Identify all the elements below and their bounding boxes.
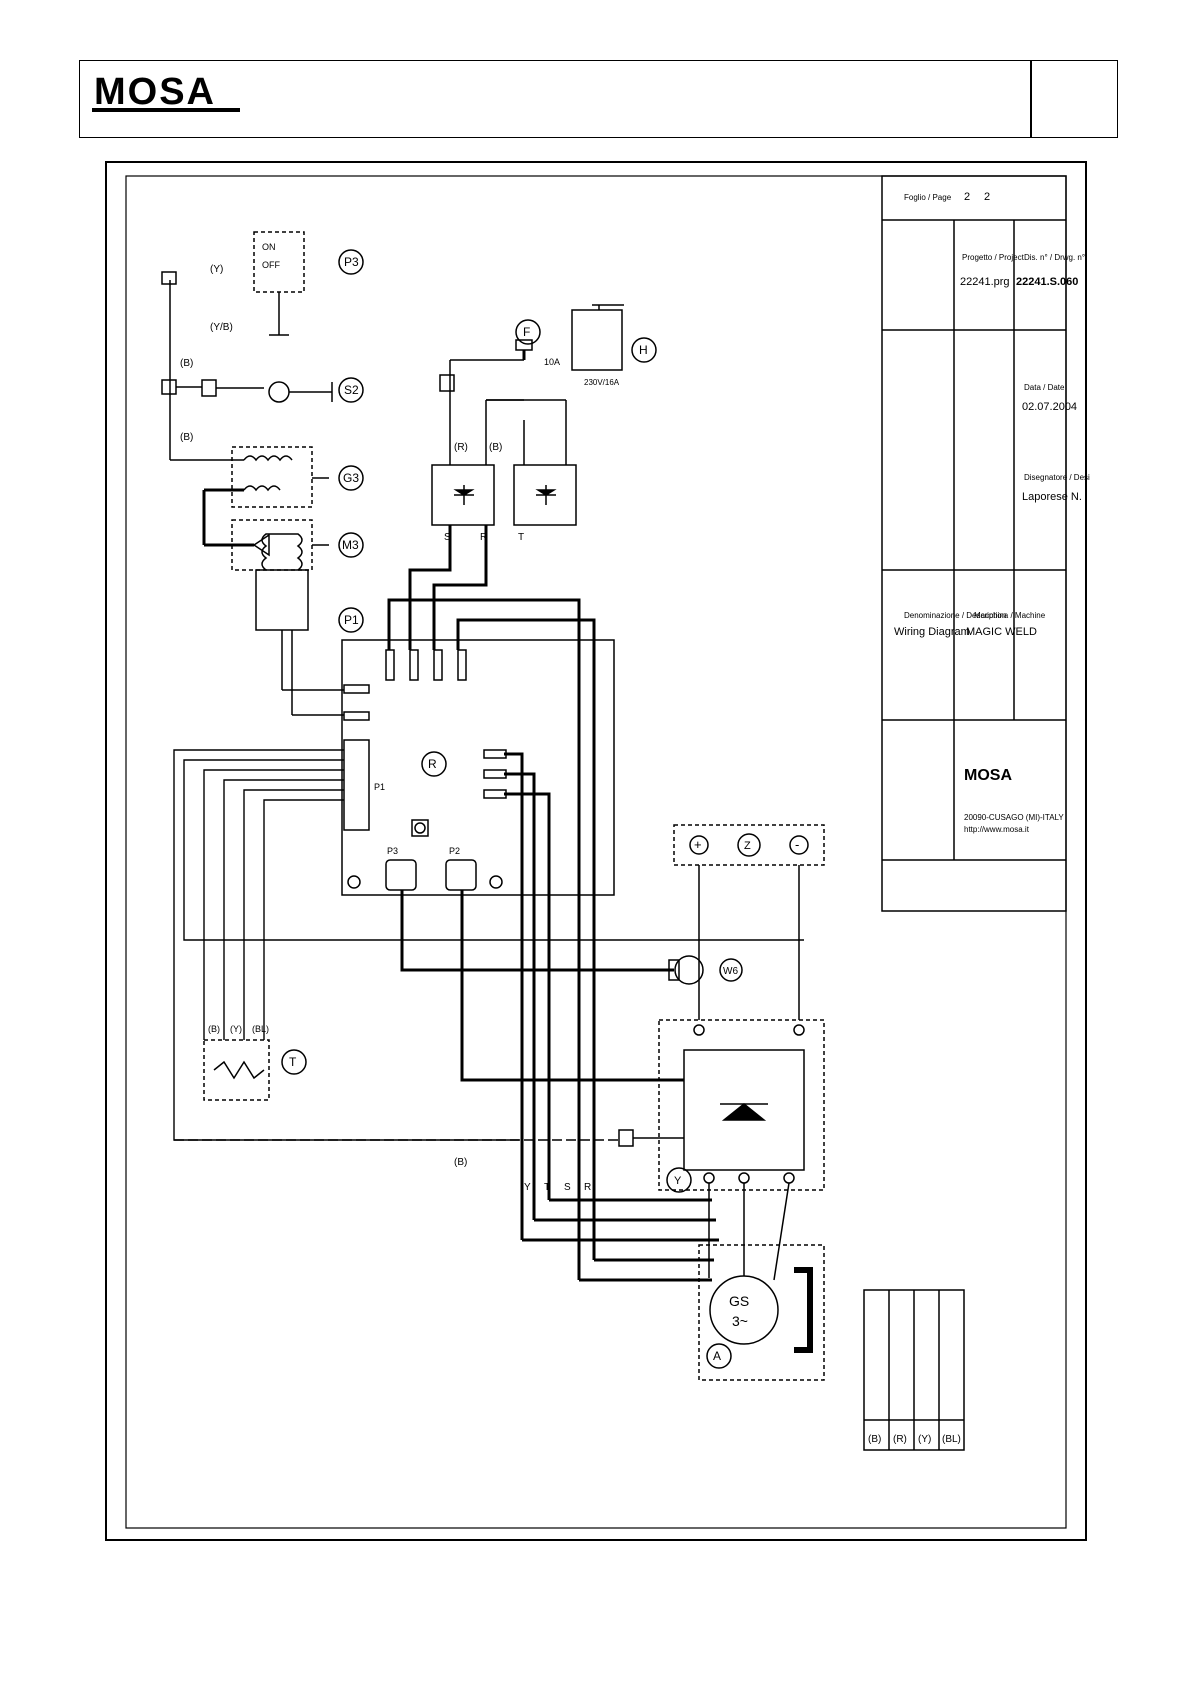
switch-on: ON bbox=[262, 242, 276, 252]
bridges-top bbox=[431, 304, 624, 526]
tb-address: 20090-CUSAGO (MI)-ITALY bbox=[964, 813, 1064, 822]
regulator-p3: P3 bbox=[387, 846, 398, 856]
wire-label-y-t: (Y) bbox=[230, 1024, 242, 1034]
w6-shunt bbox=[668, 955, 743, 985]
fuse-rating: 10A bbox=[544, 357, 560, 367]
label-z: Z bbox=[744, 840, 751, 852]
title-block bbox=[881, 175, 1067, 912]
wire-label-b-bridge: (B) bbox=[489, 442, 502, 453]
gen-line1: GS bbox=[729, 1293, 749, 1309]
tb-machine: MAGIC WELD bbox=[966, 626, 1037, 638]
label-g3: G3 bbox=[343, 471, 359, 485]
tb-sheet-total: 2 bbox=[984, 191, 990, 203]
title-block-text: MOSA 20090-CUSAGO (MI)-ITALY http://www.… bbox=[894, 191, 1090, 834]
wire-r: R bbox=[480, 532, 487, 543]
wire-r-gen: R bbox=[584, 1182, 591, 1193]
label-t: T bbox=[289, 1055, 297, 1069]
socket-rating: 230V/16A bbox=[584, 378, 620, 387]
tb-drawing: 22241.S.060 bbox=[1016, 276, 1078, 288]
regulator-box bbox=[341, 639, 615, 896]
label-a: A bbox=[713, 1349, 721, 1363]
label-p3: P3 bbox=[344, 255, 359, 269]
gen-line2: 3~ bbox=[732, 1313, 748, 1329]
wiring-sheet: P3 S2 G3 M3 OFF ON (Y) (Y/B) (B) (B) P1 bbox=[105, 161, 1090, 1541]
wire-label-b-top: (B) bbox=[180, 358, 193, 369]
brand-text: MOSA bbox=[94, 71, 216, 112]
top-controls bbox=[161, 231, 333, 571]
tb-machine-label: Macchina / Machine bbox=[974, 611, 1046, 620]
header-box bbox=[79, 60, 1118, 138]
wire-s-gen: S bbox=[564, 1182, 571, 1193]
switch-off: OFF bbox=[262, 260, 280, 270]
tb-designer-label: Disegnatore / Designer bbox=[1024, 473, 1090, 482]
wire-t-gen: T bbox=[544, 1182, 550, 1193]
welding-rectifier bbox=[174, 1019, 825, 1193]
outer-frame bbox=[105, 161, 1087, 1541]
mosa-logo: MOSA bbox=[92, 70, 242, 112]
wire-label-b-mid: (B) bbox=[180, 432, 193, 443]
legend-r: (R) bbox=[893, 1434, 907, 1445]
regulator-p2: P2 bbox=[449, 846, 460, 856]
wire-y-gen: Y bbox=[524, 1182, 531, 1193]
label-p1: P1 bbox=[344, 613, 359, 627]
top-labels: P3 S2 G3 M3 OFF ON (Y) (Y/B) (B) (B) bbox=[180, 242, 364, 558]
label-f: F bbox=[523, 325, 530, 339]
tb-date: 02.07.2004 bbox=[1022, 401, 1077, 413]
header-divider bbox=[1030, 60, 1032, 138]
z-output bbox=[673, 824, 825, 1020]
wire-label-r-bridge: (R) bbox=[454, 442, 468, 453]
tb-desc-label: Denominazione / Description bbox=[904, 611, 1006, 620]
wire-t: T bbox=[518, 532, 524, 543]
z-plus: + bbox=[694, 837, 702, 852]
generator-feed bbox=[522, 1198, 719, 1282]
label-s2: S2 bbox=[344, 383, 359, 397]
wire-label-y-top: (Y) bbox=[210, 264, 223, 275]
color-legend bbox=[863, 1289, 965, 1451]
tb-date-label: Data / Date bbox=[1024, 383, 1065, 392]
wire-label-b-bottom: (B) bbox=[454, 1157, 467, 1168]
wire-label-bl-t: (BL) bbox=[252, 1024, 269, 1034]
tb-description: Wiring Diagram bbox=[894, 626, 970, 638]
wire-label-b-t: (B) bbox=[208, 1024, 220, 1034]
tb-company: MOSA bbox=[964, 767, 1012, 784]
legend-b: (B) bbox=[868, 1434, 881, 1445]
p1-sensor bbox=[255, 533, 364, 716]
tb-drawing-label: Dis. n° / Drwg. n° bbox=[1024, 253, 1085, 262]
label-m3: M3 bbox=[342, 538, 359, 552]
label-h: H bbox=[639, 343, 648, 357]
tb-designer: Laporese N. bbox=[1022, 491, 1082, 503]
tb-project: 22241.prg bbox=[960, 276, 1010, 288]
label-w6: W6 bbox=[723, 966, 738, 977]
tb-sheet-label: Foglio / Page bbox=[904, 193, 952, 202]
z-minus: - bbox=[795, 837, 799, 852]
legend-y: (Y) bbox=[918, 1434, 931, 1445]
tb-project-label: Progetto / Project bbox=[962, 253, 1025, 262]
generator bbox=[698, 1182, 825, 1381]
main-wiring bbox=[387, 525, 684, 1280]
tb-website: http://www.mosa.it bbox=[964, 825, 1030, 834]
wire-label-yb: (Y/B) bbox=[210, 322, 233, 333]
regulator-p1: P1 bbox=[374, 782, 385, 792]
wire-s: S bbox=[444, 532, 451, 543]
label-y: Y bbox=[674, 1175, 682, 1187]
label-r: R bbox=[428, 757, 437, 771]
t-sensor bbox=[203, 1039, 307, 1101]
legend-bl: (BL) bbox=[942, 1434, 961, 1445]
tb-sheet: 2 bbox=[964, 191, 970, 203]
